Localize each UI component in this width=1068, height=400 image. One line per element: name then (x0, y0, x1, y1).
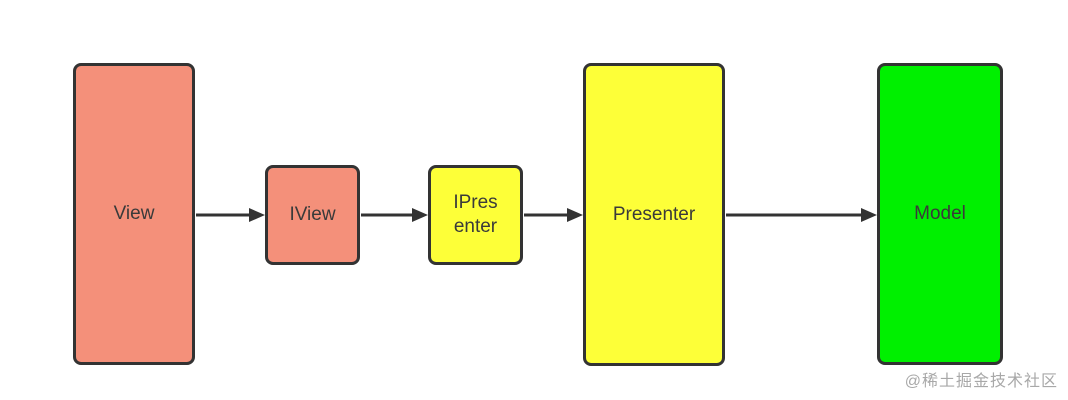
arrow-presenter-to-model (726, 208, 877, 222)
node-model-label: Model (914, 203, 966, 225)
arrow-view-to-iview (196, 208, 265, 222)
node-ipresenter-label: IPres enter (453, 192, 498, 237)
watermark: @稀土掘金技术社区 (904, 373, 1058, 390)
node-view-label: View (113, 203, 155, 225)
node-presenter-label: Presenter (612, 203, 696, 225)
arrow-iview-to-ipresenter (361, 208, 428, 222)
node-iview-label: IView (289, 204, 336, 226)
node-ipresenter: IPres enter (428, 165, 523, 265)
node-presenter: Presenter (583, 63, 725, 366)
arrow-ipresenter-to-presenter (524, 208, 583, 222)
node-iview: IView (265, 165, 360, 265)
node-model: Model (877, 63, 1003, 365)
node-view: View (73, 63, 195, 365)
